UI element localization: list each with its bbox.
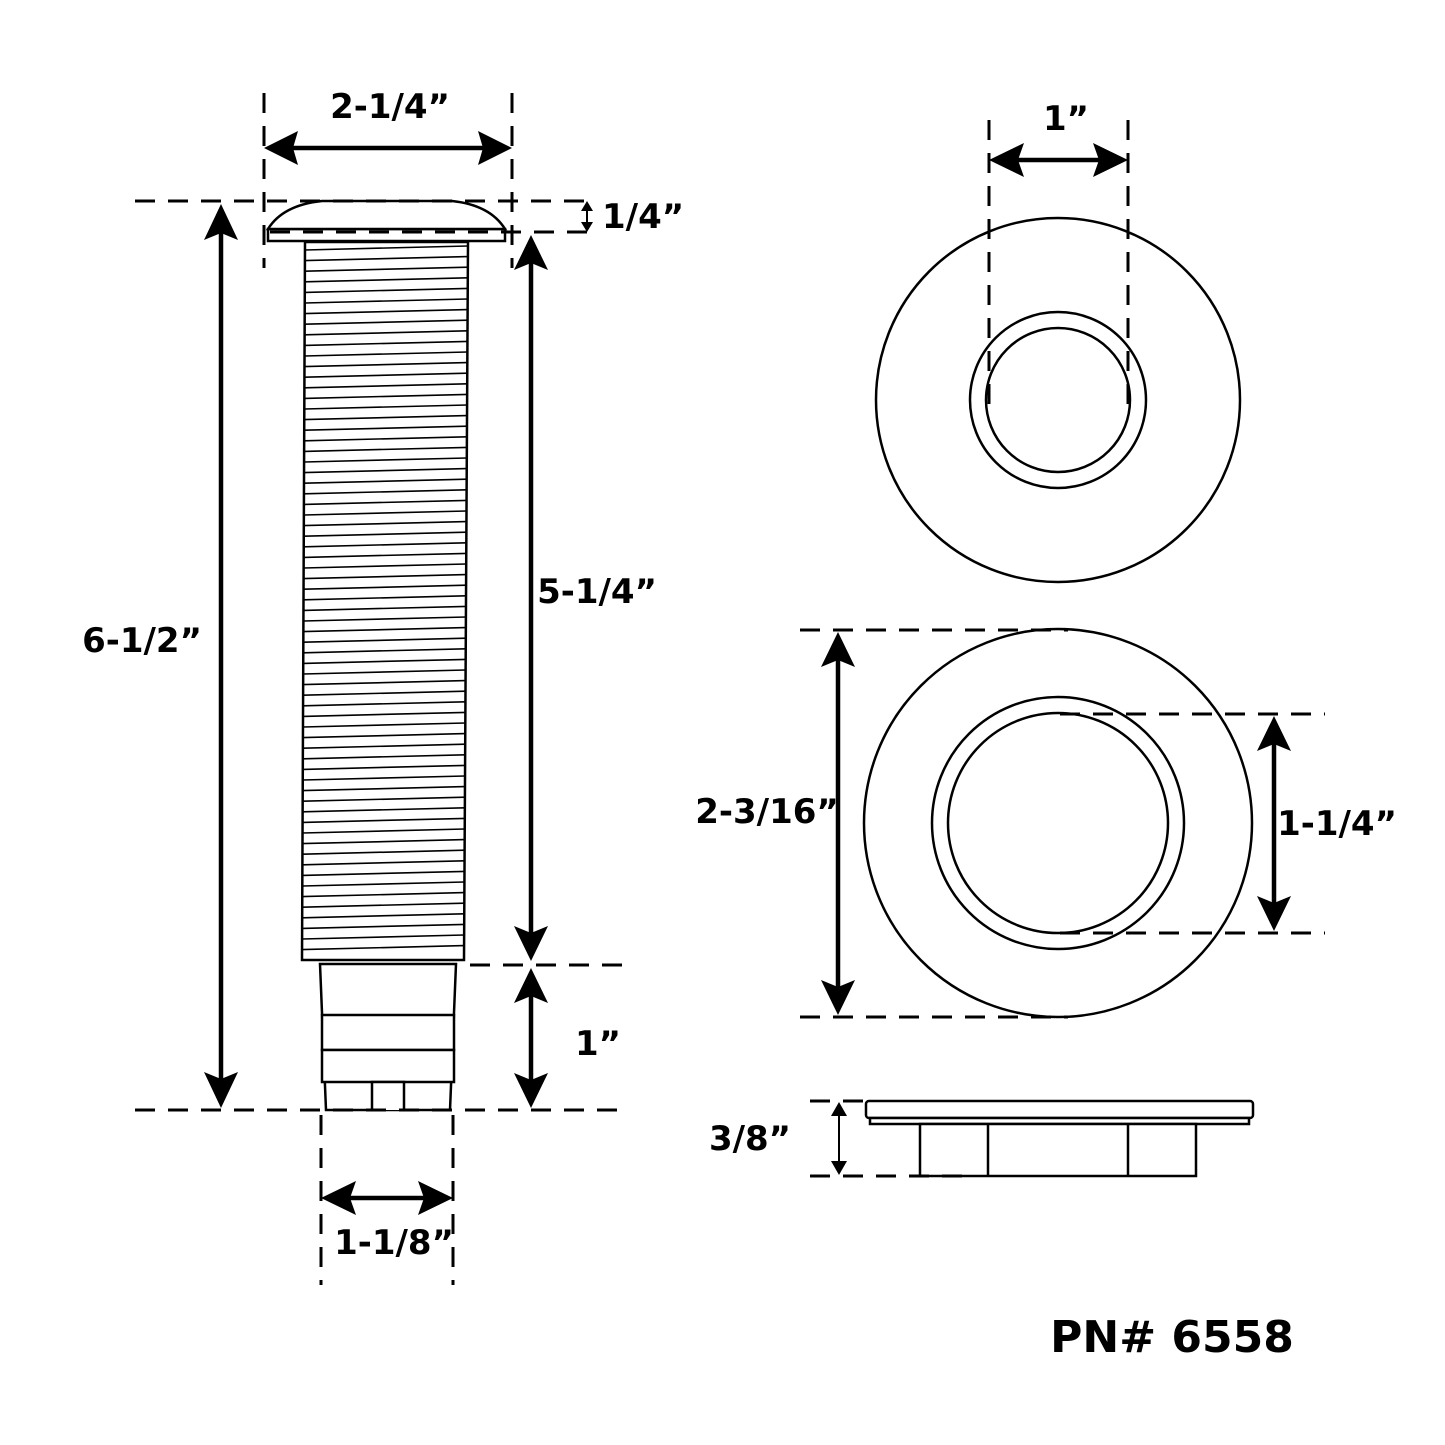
- nut-top-view: 2-3/16” 1-1/4”: [695, 627, 1397, 1019]
- part-number: PN# 6558: [1050, 1312, 1294, 1363]
- threaded-body: [300, 240, 470, 962]
- thread-length-label: 5-1/4”: [537, 572, 657, 612]
- thread-lines: [302, 245, 468, 951]
- overall-length-label: 6-1/2”: [82, 621, 202, 661]
- nut-inner-diameter-label: 1-1/4”: [1277, 804, 1397, 844]
- thru-hull-side-view: 2-1/4” 1/4” 6-1/2” 5-1/4” 1” 1-1/8”: [82, 87, 684, 1285]
- dimension-arrows-side: [204, 131, 593, 1215]
- nut-side-view: 3/8”: [709, 1099, 1255, 1178]
- flange-head: [265, 199, 508, 243]
- bore-diameter-label: 1”: [1043, 99, 1089, 139]
- extension-lines-side: [135, 93, 630, 1285]
- flange-thickness-label: 1/4”: [602, 197, 684, 237]
- flange-top-view: 1”: [874, 99, 1242, 584]
- barb-length-label: 1”: [575, 1024, 621, 1064]
- flange-width-label: 2-1/4”: [330, 87, 450, 127]
- barb-diameter-label: 1-1/8”: [334, 1223, 454, 1263]
- hose-barb: [318, 962, 458, 1112]
- nut-thickness-label: 3/8”: [709, 1119, 791, 1159]
- nut-outer-diameter-label: 2-3/16”: [695, 792, 839, 832]
